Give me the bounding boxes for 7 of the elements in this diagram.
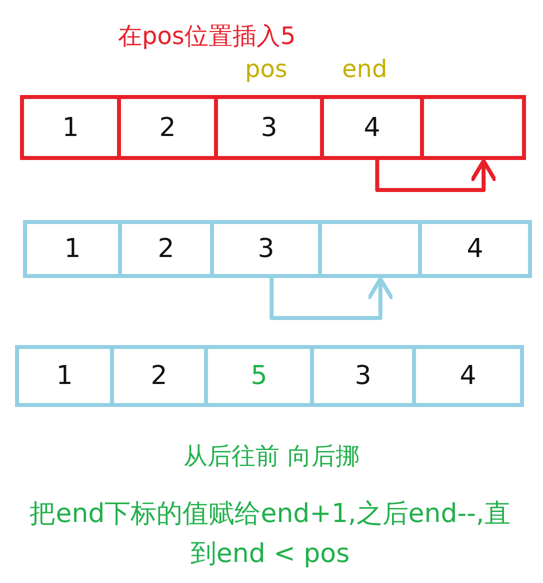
arrow — [375, 159, 498, 192]
note: 把end下标的值赋给end+1,之后end--,直到end < pos — [28, 498, 512, 571]
arrow — [270, 277, 394, 320]
title: 在pos位置插入5 — [118, 21, 296, 52]
pointer-label: end — [342, 55, 388, 83]
pointer-label: pos — [245, 55, 288, 83]
note: 从后往前 向后挪 — [182, 441, 360, 472]
